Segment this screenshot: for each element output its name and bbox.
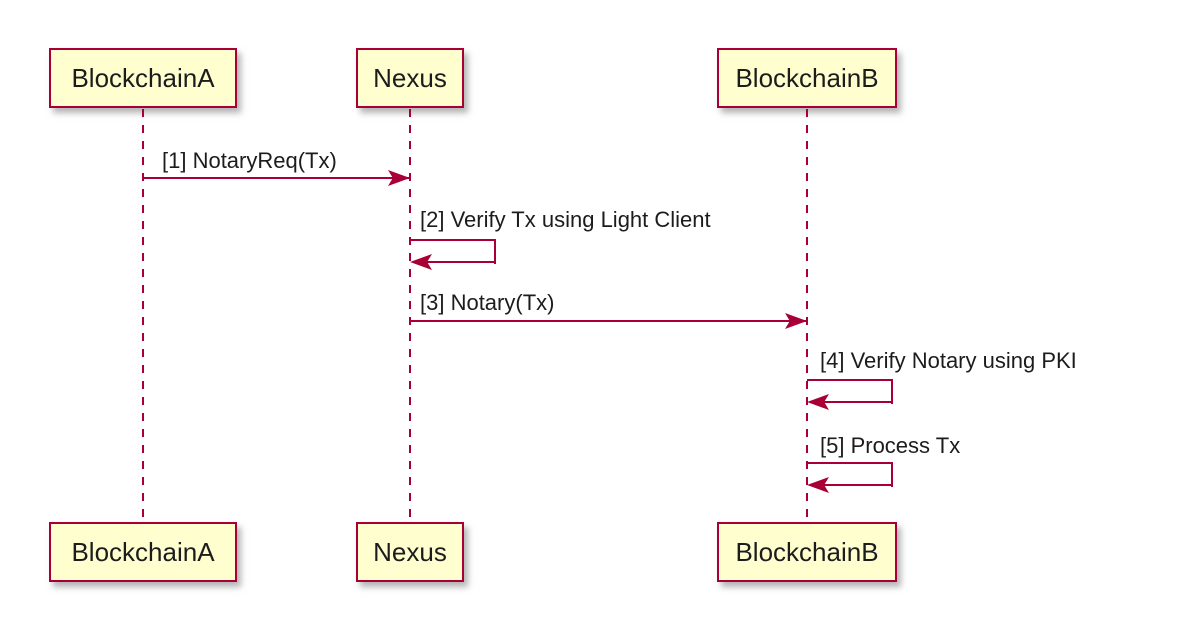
- message-3-line: [410, 320, 807, 322]
- participant-bottom-nexus: Nexus: [356, 522, 464, 582]
- message-5-loop-right: [891, 462, 893, 487]
- participant-bottom-blockchaina: BlockchainA: [49, 522, 237, 582]
- message-1-label: [1] NotaryReq(Tx): [162, 148, 337, 173]
- message-5-loop-bottom: [823, 484, 893, 486]
- lifeline-nexus: [409, 109, 411, 522]
- participant-top-nexus: Nexus: [356, 48, 464, 108]
- participant-label: Nexus: [373, 62, 447, 93]
- lifeline-blockchainb: [806, 109, 808, 522]
- message-4-loop-right: [891, 379, 893, 404]
- message-5-loop-top: [807, 462, 893, 464]
- message-1-line: [142, 177, 410, 179]
- message-2-loop-bottom: [426, 261, 496, 263]
- participant-label: BlockchainA: [71, 62, 215, 93]
- lifeline-blockchaina: [142, 109, 144, 522]
- participant-label: BlockchainB: [735, 536, 879, 567]
- participant-label: BlockchainA: [71, 536, 215, 567]
- participant-label: Nexus: [373, 536, 447, 567]
- message-2-loop-right: [494, 239, 496, 264]
- message-4-loop-top: [807, 379, 893, 381]
- message-2-loop-top: [410, 239, 496, 241]
- message-3-label: [3] Notary(Tx): [420, 290, 555, 315]
- message-4-loop-bottom: [823, 401, 893, 403]
- participant-top-blockchainb: BlockchainB: [717, 48, 897, 108]
- participant-label: BlockchainB: [735, 62, 879, 93]
- message-2-label: [2] Verify Tx using Light Client: [420, 207, 711, 232]
- participant-bottom-blockchainb: BlockchainB: [717, 522, 897, 582]
- message-4-label: [4] Verify Notary using PKI: [820, 348, 1077, 373]
- participant-top-blockchaina: BlockchainA: [49, 48, 237, 108]
- message-5-label: [5] Process Tx: [820, 433, 961, 458]
